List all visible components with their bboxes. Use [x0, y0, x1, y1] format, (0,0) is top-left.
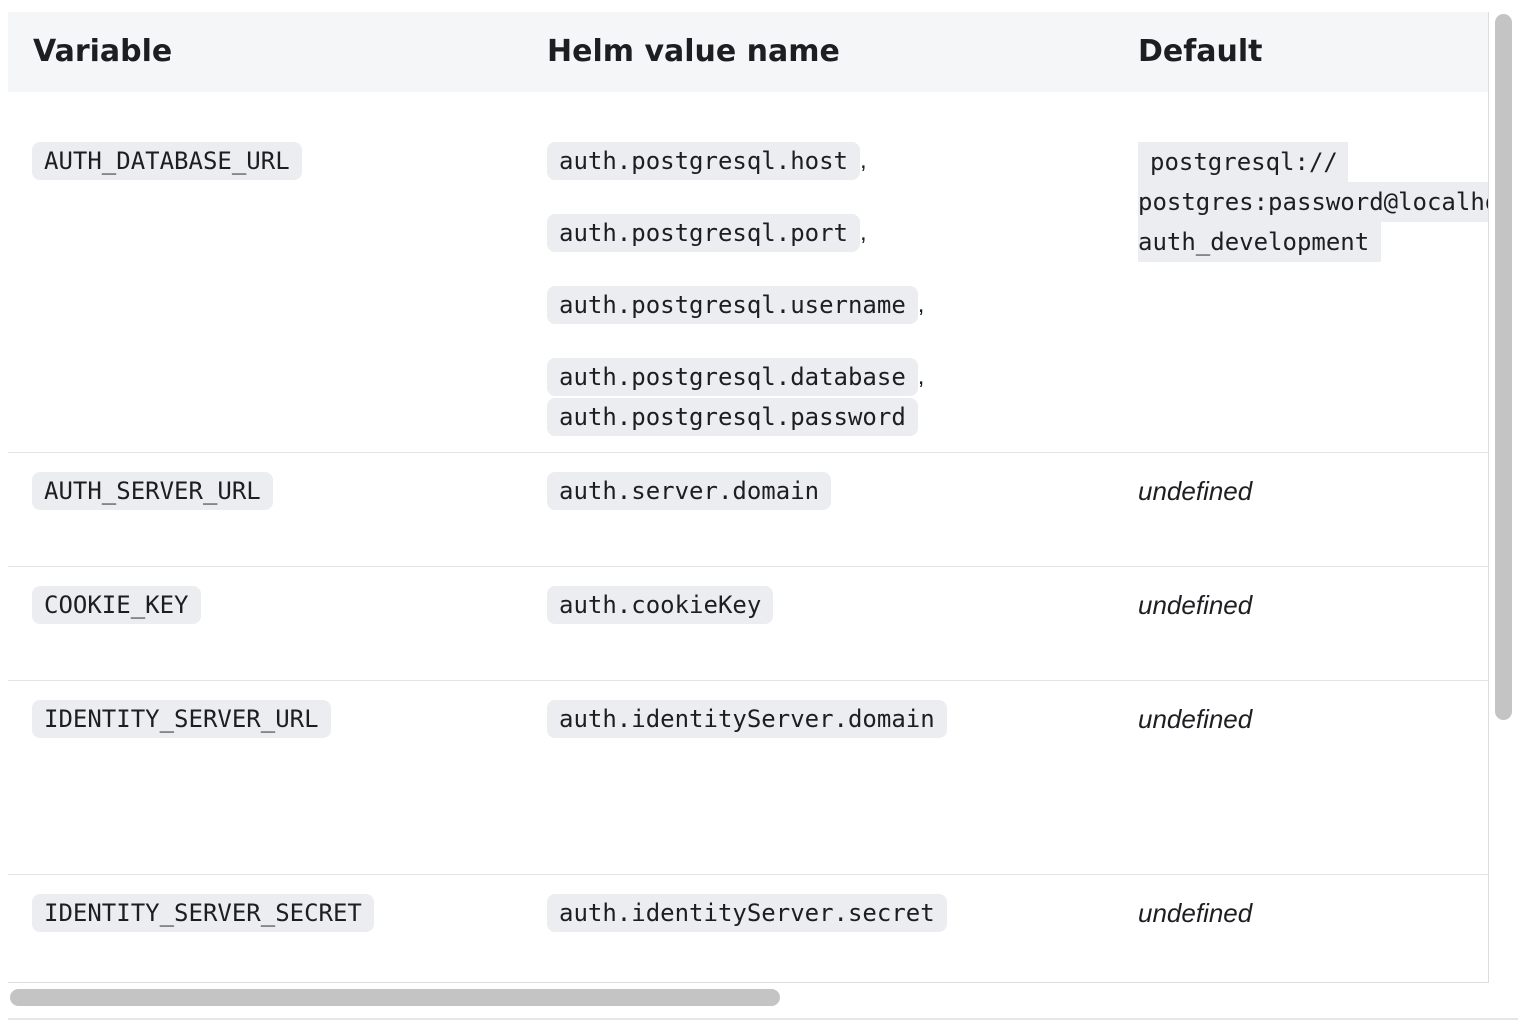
column-header-default: Default — [1138, 34, 1263, 69]
helm-value-code: auth.postgresql.password — [547, 398, 918, 436]
vertical-scrollbar-thumb[interactable] — [1495, 14, 1512, 720]
table-row: IDENTITY_SERVER_URL auth.identityServer.… — [8, 680, 1488, 875]
helm-value-code: auth.postgresql.port — [547, 214, 860, 252]
helm-value-cell: auth.identityServer.secret — [547, 894, 947, 932]
helm-value-cell: auth.server.domain — [547, 472, 832, 510]
helm-value-code: auth.cookieKey — [547, 586, 774, 624]
table-header: Variable Helm value name Default — [8, 12, 1488, 92]
variable-cell: IDENTITY_SERVER_URL — [32, 700, 331, 738]
helm-value-cell: auth.cookieKey — [547, 586, 774, 624]
variable-code: AUTH_SERVER_URL — [32, 472, 273, 510]
helm-value-code: auth.postgresql.host — [547, 142, 860, 180]
default-line: postgresql:// — [1138, 142, 1348, 182]
separator: , — [917, 363, 925, 390]
default-cell: undefined — [1138, 894, 1252, 932]
default-cell: undefined — [1138, 586, 1252, 624]
default-value-code: postgresql:// postgres:password@localhos… — [1138, 142, 1488, 262]
default-value: undefined — [1138, 476, 1253, 506]
default-value: undefined — [1138, 898, 1253, 928]
default-value: undefined — [1138, 590, 1253, 620]
variable-code: COOKIE_KEY — [32, 586, 201, 624]
separator: , — [859, 147, 867, 174]
variable-cell: AUTH_SERVER_URL — [32, 472, 273, 510]
variable-cell: IDENTITY_SERVER_SECRET — [32, 894, 374, 932]
default-line: postgres:password@localhost — [1138, 182, 1488, 222]
default-cell: undefined — [1138, 700, 1252, 738]
helm-value-code: auth.postgresql.username — [547, 286, 918, 324]
helm-value-cell: auth.postgresql.host, auth.postgresql.po… — [547, 142, 1107, 442]
variable-code: IDENTITY_SERVER_URL — [32, 700, 331, 738]
variable-cell: COOKIE_KEY — [32, 586, 201, 624]
variable-cell: AUTH_DATABASE_URL — [32, 142, 302, 180]
separator: , — [917, 291, 925, 318]
default-cell: undefined — [1138, 472, 1252, 510]
table-row: AUTH_DATABASE_URL auth.postgresql.host, … — [8, 92, 1488, 452]
default-value: undefined — [1138, 704, 1253, 734]
default-line: auth_development — [1138, 222, 1382, 262]
helm-value-code: auth.server.domain — [547, 472, 832, 510]
helm-value-code: auth.identityServer.secret — [547, 894, 947, 932]
column-header-helm-value-name: Helm value name — [547, 34, 840, 69]
table-container: Variable Helm value name Default AUTH_DA… — [8, 12, 1518, 1020]
separator: , — [859, 219, 867, 246]
column-header-variable: Variable — [33, 34, 173, 69]
variable-code: AUTH_DATABASE_URL — [32, 142, 302, 180]
table-viewport[interactable]: Variable Helm value name Default AUTH_DA… — [8, 12, 1489, 983]
table-row: COOKIE_KEY auth.cookieKey undefined — [8, 566, 1488, 681]
helm-value-code: auth.postgresql.database — [547, 358, 918, 396]
table-row: AUTH_SERVER_URL auth.server.domain undef… — [8, 452, 1488, 567]
variable-code: IDENTITY_SERVER_SECRET — [32, 894, 374, 932]
helm-value-code: auth.identityServer.domain — [547, 700, 947, 738]
table-row: IDENTITY_SERVER_SECRET auth.identityServ… — [8, 874, 1488, 982]
horizontal-scrollbar-thumb[interactable] — [10, 989, 780, 1006]
helm-value-cell: auth.identityServer.domain — [547, 700, 947, 738]
